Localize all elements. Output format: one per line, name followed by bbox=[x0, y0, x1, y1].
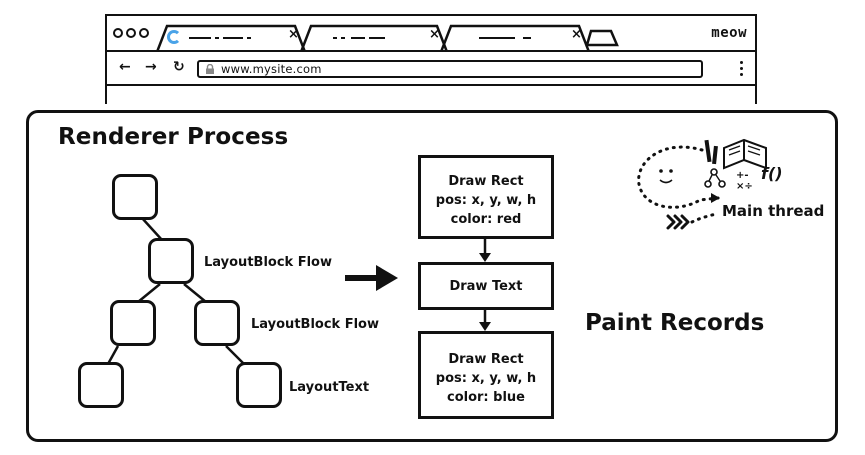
tree-edge bbox=[183, 283, 207, 303]
window-controls bbox=[113, 28, 149, 38]
tree-label-layoutblock-flow: LayoutBlock Flow bbox=[204, 255, 332, 270]
forward-arrow-icon[interactable]: → bbox=[145, 59, 157, 75]
tab-1-title-placeholder bbox=[215, 37, 219, 39]
tab-1[interactable]: × bbox=[155, 24, 307, 52]
function-glyph: f() bbox=[761, 164, 783, 183]
url-text: www.mysite.com bbox=[221, 62, 322, 76]
paint-arrow-1-head bbox=[479, 253, 491, 262]
kebab-menu-icon[interactable] bbox=[740, 61, 743, 79]
paint-record-line: color: red bbox=[450, 212, 522, 227]
window-control-minimize[interactable] bbox=[126, 28, 136, 38]
tab-1-title-placeholder bbox=[223, 37, 243, 39]
tab-2-title-placeholder bbox=[341, 37, 345, 39]
window-control-maximize[interactable] bbox=[139, 28, 149, 38]
tree-label-layoutblock-flow-2: LayoutBlock Flow bbox=[251, 317, 379, 332]
tab-1-title-placeholder bbox=[247, 37, 251, 39]
browser-window: × × × meow ← → ↻ bbox=[105, 14, 757, 104]
tree-edge bbox=[106, 345, 120, 365]
renderer-process-title: Renderer Process bbox=[58, 124, 289, 150]
back-arrow-icon[interactable]: ← bbox=[119, 59, 131, 75]
tab-3-outline bbox=[439, 24, 591, 52]
tree-label-layouttext: LayoutText bbox=[289, 380, 370, 395]
tree-node-layoutblock-flow bbox=[148, 238, 194, 284]
tree-edge bbox=[225, 345, 245, 365]
paint-record-line: Draw Rect bbox=[448, 174, 524, 189]
tree-edge bbox=[137, 283, 161, 303]
tab-strip: × × × meow bbox=[107, 16, 755, 52]
new-tab-button[interactable] bbox=[585, 29, 619, 47]
tab-3-title-placeholder bbox=[523, 37, 531, 39]
tab-1-outline bbox=[155, 24, 307, 52]
tree-node-left-child bbox=[110, 300, 156, 346]
loading-spinner-icon bbox=[167, 30, 181, 44]
paint-record-line: Draw Rect bbox=[448, 352, 524, 367]
tab-3-title-placeholder bbox=[479, 37, 515, 39]
paint-records-label: Paint Records bbox=[585, 310, 765, 336]
url-bar[interactable]: www.mysite.com bbox=[197, 60, 703, 78]
lock-icon bbox=[206, 64, 214, 74]
tab-3[interactable]: × bbox=[439, 24, 591, 52]
tree-node-root bbox=[112, 174, 158, 220]
tab-1-close-icon[interactable]: × bbox=[288, 27, 299, 42]
reload-icon[interactable]: ↻ bbox=[173, 59, 185, 75]
paint-record-draw-rect-red: Draw Rect pos: x, y, w, h color: red bbox=[418, 155, 554, 239]
paint-arrow-2-head bbox=[479, 322, 491, 331]
tab-3-close-icon[interactable]: × bbox=[571, 27, 582, 42]
tab-2-title-placeholder bbox=[333, 37, 337, 39]
paint-record-draw-text: Draw Text bbox=[418, 262, 554, 310]
browser-brand: meow bbox=[711, 25, 747, 41]
main-thread-illustration: +- ×÷ bbox=[637, 138, 767, 230]
window-control-close[interactable] bbox=[113, 28, 123, 38]
tree-edge bbox=[141, 217, 163, 241]
main-thread-label: Main thread bbox=[722, 202, 825, 220]
tab-2-close-icon[interactable]: × bbox=[429, 27, 440, 42]
paint-record-line: pos: x, y, w, h bbox=[435, 193, 537, 208]
paint-record-line: pos: x, y, w, h bbox=[435, 371, 537, 386]
tab-2-outline bbox=[299, 24, 449, 52]
paint-record-line: color: blue bbox=[447, 390, 525, 405]
address-bar-row: ← → ↻ www.mysite.com bbox=[107, 52, 755, 86]
svg-text:+-: +- bbox=[736, 170, 749, 181]
paint-record-line: Draw Text bbox=[449, 279, 523, 294]
svg-text:×÷: ×÷ bbox=[736, 181, 753, 192]
tree-node-layouttext bbox=[236, 362, 282, 408]
layout-to-paint-arrowhead bbox=[376, 265, 398, 291]
tab-1-title-placeholder bbox=[189, 37, 211, 39]
tab-2[interactable]: × bbox=[299, 24, 449, 52]
tab-2-title-placeholder bbox=[351, 37, 365, 39]
tree-node-layoutblock-flow-2 bbox=[194, 300, 240, 346]
paint-record-draw-rect-blue: Draw Rect pos: x, y, w, h color: blue bbox=[418, 331, 554, 419]
tree-node-leaf-left bbox=[78, 362, 124, 408]
tab-2-title-placeholder bbox=[369, 37, 385, 39]
